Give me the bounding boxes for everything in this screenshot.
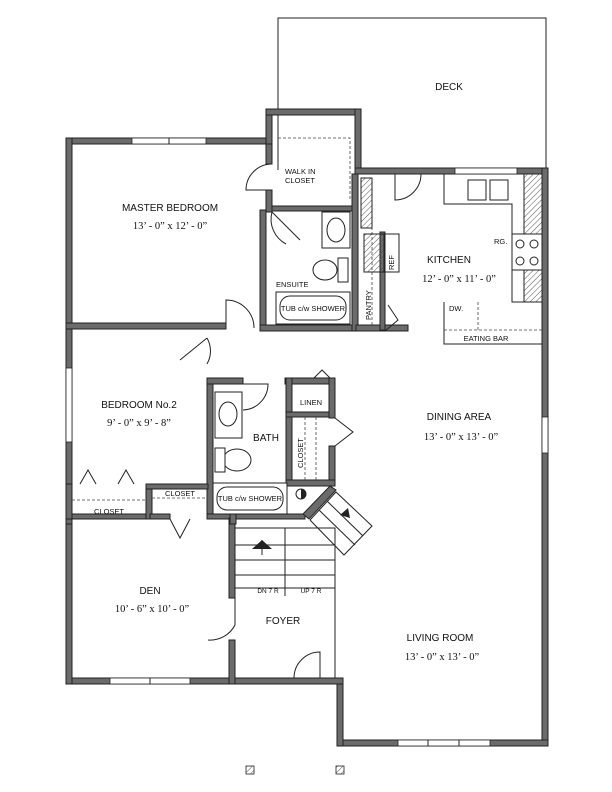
- pantry-label: PANTRY: [364, 290, 373, 320]
- ensuite-label: ENSUITE: [276, 280, 309, 289]
- deck-label: DECK: [435, 82, 463, 93]
- bath-label: BATH: [253, 433, 279, 444]
- eating-bar-label: EATING BAR: [464, 334, 509, 343]
- foyer-label: FOYER: [266, 616, 300, 627]
- den-name: DEN: [139, 586, 160, 597]
- bedroom2-closets: [72, 497, 207, 501]
- ensuite-fixtures: [275, 211, 351, 325]
- linen-label: LINEN: [300, 398, 322, 407]
- stairs: [234, 488, 373, 678]
- closet-a-label: CLOSET: [94, 507, 124, 516]
- living-room-size: 13’ - 0” x 13’ - 0”: [405, 652, 480, 663]
- page-markers: [245, 765, 345, 775]
- living-room-name: LIVING ROOM: [407, 633, 474, 644]
- room-labels: DECK MASTER BEDROOM 13’ - 0” x 12’ - 0” …: [94, 82, 509, 663]
- bath-fixtures: [212, 391, 317, 515]
- rg-label: RG.: [494, 237, 507, 246]
- walk-in-closet-shelves: [278, 137, 351, 200]
- hall-closet-label: CLOSET: [296, 438, 305, 468]
- bath-tub-label: TUB c/w SHOWER: [218, 494, 283, 503]
- stairs-up-label: UP 7 R: [301, 588, 322, 595]
- doors: [79, 163, 422, 679]
- kitchen-size: 12’ - 0” x 11’ - 0”: [422, 274, 496, 285]
- windows: [65, 137, 549, 747]
- kitchen-fixtures: [360, 173, 543, 345]
- deck-outline: [277, 17, 547, 170]
- bedroom2-name: BEDROOM No.2: [101, 400, 177, 411]
- dining-area-size: 13’ - 0” x 13’ - 0”: [424, 432, 499, 443]
- kitchen-name: KITCHEN: [427, 255, 471, 266]
- bedroom2-size: 9’ - 0” x 9’ - 8”: [107, 418, 171, 429]
- closet-b-label: CLOSET: [165, 489, 195, 498]
- master-bedroom-name: MASTER BEDROOM: [122, 203, 218, 214]
- ensuite-tub-label: TUB c/w SHOWER: [281, 304, 346, 313]
- den-size: 10’ - 6” x 10’ - 0”: [115, 604, 190, 615]
- walls: [65, 108, 549, 747]
- master-bedroom-size: 13’ - 0” x 12’ - 0”: [133, 221, 208, 232]
- walk-in-closet-label-1: WALK IN: [285, 167, 316, 176]
- walk-in-closet-label-2: CLOSET: [285, 176, 315, 185]
- dining-area-name: DINING AREA: [427, 412, 492, 423]
- stairs-down-label: DN 7 R: [257, 588, 279, 595]
- dw-label: DW.: [449, 304, 463, 313]
- ref-label: REF: [387, 255, 396, 270]
